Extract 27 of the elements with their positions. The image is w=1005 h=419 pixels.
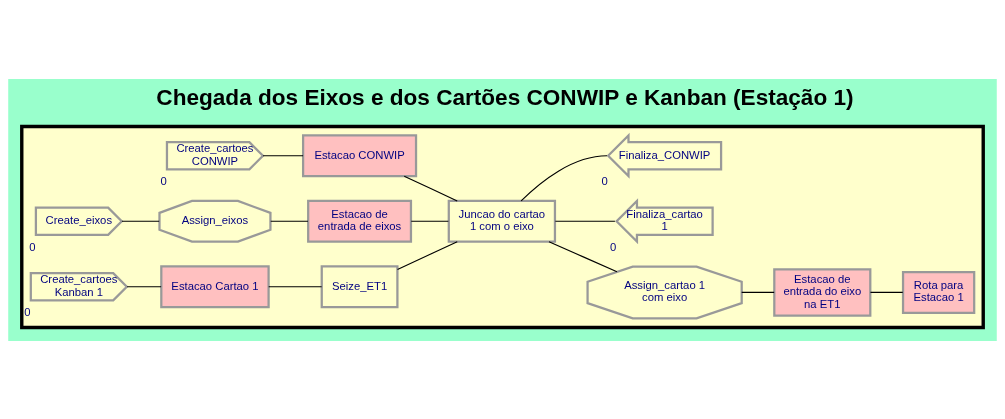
node-box: Estacao CONWIP — [302, 133, 418, 177]
diagram-title: Chegada dos Eixos e dos Cartões CONWIP e Kanban (Estação 1) — [156, 84, 854, 110]
connector — [403, 175, 458, 201]
connector — [410, 220, 449, 222]
connector — [554, 220, 616, 222]
cluster — [20, 124, 985, 329]
connector — [268, 285, 323, 287]
node-box: Seize_ET1 — [320, 264, 399, 308]
connector — [121, 220, 160, 222]
connector — [869, 291, 904, 293]
node-box: Estacao de entrada do eixo na ET1 — [773, 267, 872, 317]
connector — [396, 240, 458, 270]
node-label: 0 — [29, 240, 36, 253]
connector — [548, 240, 618, 272]
connector — [262, 154, 304, 156]
node-box: Estacao de entrada de eixos — [307, 199, 413, 243]
node-box: Estacao Cartao 1 — [160, 264, 270, 308]
node-label: 0 — [610, 240, 617, 253]
connector — [741, 291, 775, 293]
node-box: Juncao do cartao 1 com o eixo — [447, 199, 557, 243]
node-label: 0 — [24, 305, 31, 318]
node-box: Rota para Estacao 1 — [901, 270, 976, 314]
connector — [270, 220, 309, 222]
node-label: 0 — [601, 174, 608, 187]
connector — [520, 154, 608, 201]
node-label: 0 — [160, 174, 167, 187]
connector — [126, 285, 162, 287]
